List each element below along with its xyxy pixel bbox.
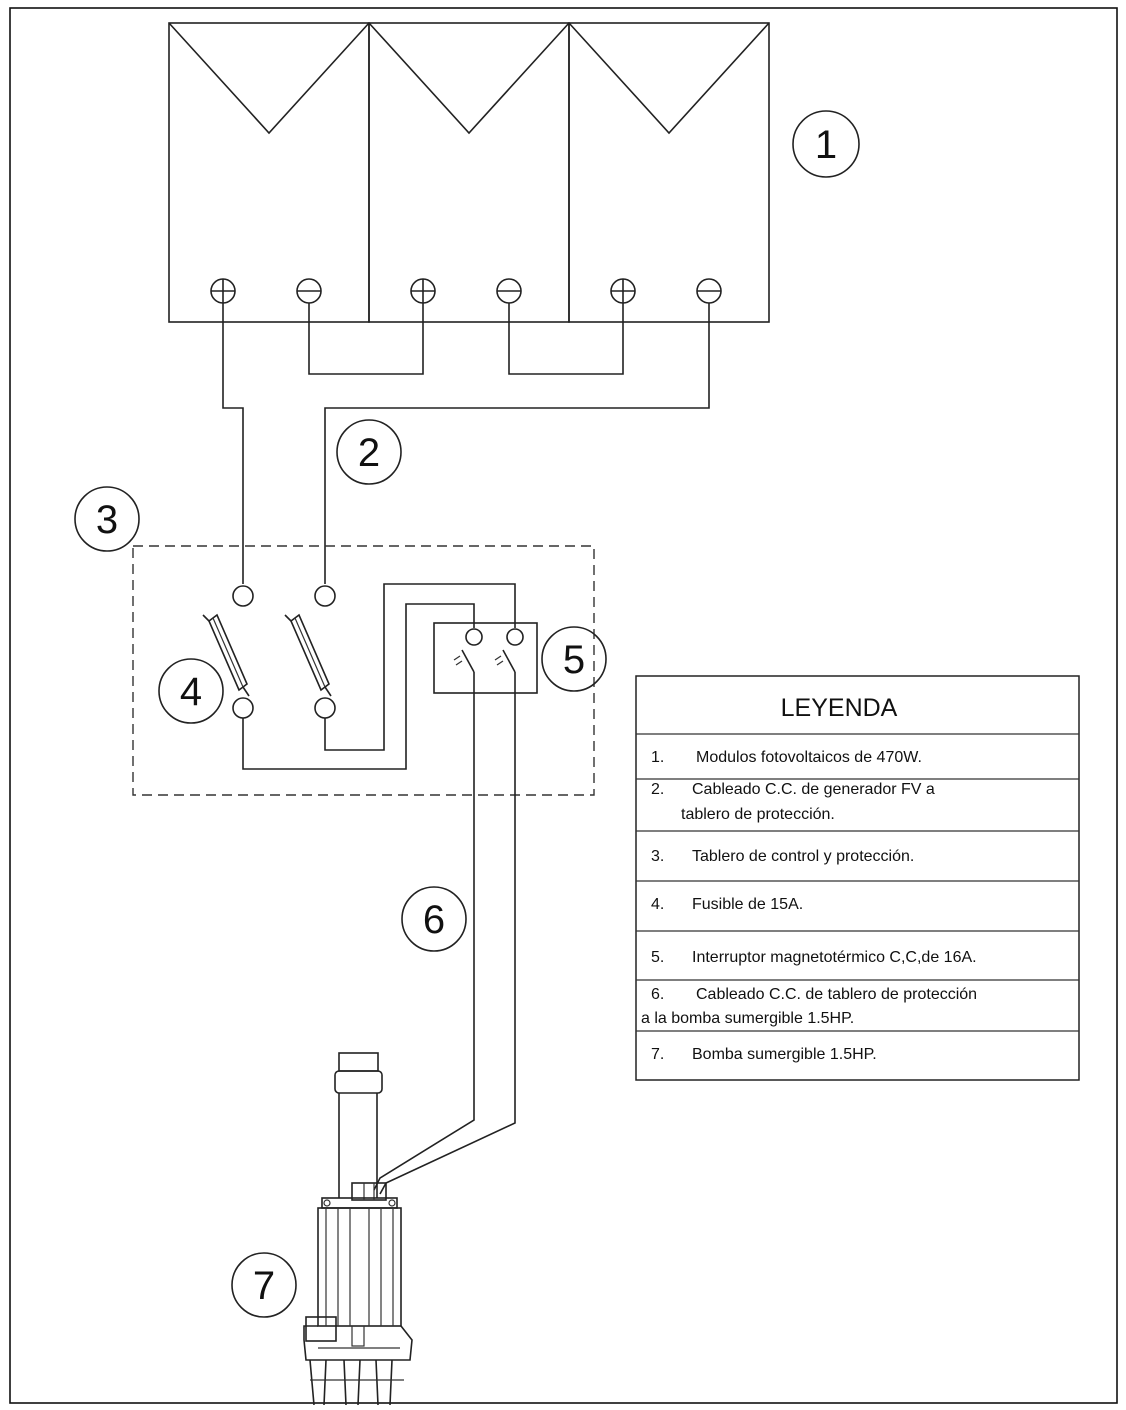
terminal-positive-2	[410, 278, 436, 304]
legend-item-5-num: 5.	[651, 949, 664, 966]
terminal-negative-2	[496, 278, 522, 304]
legend-item-1-text: Modulos fotovoltaicos de 470W.	[696, 749, 922, 766]
pv-module-3-mark	[568, 22, 770, 135]
dc-cable-negative	[324, 303, 710, 584]
callout-1: 1	[792, 110, 860, 178]
breaker-terminal-2	[506, 628, 524, 646]
fuse-2-top-terminal	[314, 585, 336, 607]
page-frame	[9, 7, 1118, 1404]
callout-1-label: 1	[815, 123, 837, 167]
series-link-1	[308, 303, 424, 375]
callout-5-label: 5	[563, 638, 585, 682]
pv-module-1-mark	[168, 22, 370, 135]
legend-item-2-text-line2: tablero de protección.	[681, 806, 835, 823]
callout-3: 3	[74, 486, 140, 552]
fuse-1	[202, 613, 250, 697]
callout-7-label: 7	[253, 1264, 275, 1308]
dc-cable-positive	[222, 303, 244, 584]
breaker-terminal-1	[465, 628, 483, 646]
submersible-pump	[303, 1052, 413, 1406]
fuse-2-bottom-terminal	[314, 697, 336, 719]
callout-2-label: 2	[358, 431, 380, 475]
legend-item-2-num: 2.	[651, 781, 664, 798]
fuse-1-bottom-terminal	[232, 697, 254, 719]
callout-4-label: 4	[180, 670, 202, 714]
protection-board	[132, 545, 595, 796]
legend-item-6-text-line2: a la bomba sumergible 1.5HP.	[641, 1010, 854, 1027]
legend-frame	[635, 675, 1080, 1081]
legend-item-7-num: 7.	[651, 1046, 664, 1063]
terminal-positive-3	[610, 278, 636, 304]
board-wire-2	[324, 583, 516, 751]
fuse-2	[284, 613, 332, 697]
pv-modules	[168, 22, 770, 323]
legend-item-7-text: Bomba sumergible 1.5HP.	[692, 1046, 877, 1063]
terminal-negative-3	[696, 278, 722, 304]
board-wire-1	[242, 603, 475, 770]
legend-item-6-text-line1: Cableado C.C. de tablero de protección	[696, 986, 977, 1003]
legend-item-3-text: Tablero de control y protección.	[692, 848, 914, 865]
legend-item-6-num: 6.	[651, 986, 664, 1003]
legend-item-5-text: Interruptor magnetotérmico C,C,de 16A.	[692, 949, 977, 966]
legend-item-3-num: 3.	[651, 848, 664, 865]
callout-5: 5	[541, 626, 607, 692]
legend-item-2-text-line1: Cableado C.C. de generador FV a	[692, 781, 935, 798]
callout-2: 2	[336, 419, 402, 485]
callout-3-label: 3	[96, 498, 118, 542]
terminal-negative-1	[296, 278, 322, 304]
pump-cable-2	[379, 693, 516, 1195]
callout-4: 4	[158, 658, 224, 724]
callout-7: 7	[231, 1252, 297, 1318]
callout-6-label: 6	[423, 898, 445, 942]
breaker-box	[433, 622, 538, 694]
callout-6: 6	[401, 886, 467, 952]
breaker-switch-1	[453, 649, 475, 693]
legend-item-4-num: 4.	[651, 896, 664, 913]
series-link-2	[508, 303, 624, 375]
legend-item-1-num: 1.	[651, 749, 664, 766]
terminal-positive-1	[210, 278, 236, 304]
breaker-switch-2	[494, 649, 516, 693]
legend-title: LEYENDA	[781, 694, 898, 722]
pv-module-1	[168, 22, 370, 323]
pv-module-2-mark	[368, 22, 570, 135]
legend: LEYENDA 1. Modulos fotovoltaicos de 470W…	[635, 675, 1080, 1081]
pv-module-3	[568, 22, 770, 323]
fuse-1-top-terminal	[232, 585, 254, 607]
legend-item-4-text: Fusible de 15A.	[692, 896, 803, 913]
pv-module-2	[368, 22, 570, 323]
